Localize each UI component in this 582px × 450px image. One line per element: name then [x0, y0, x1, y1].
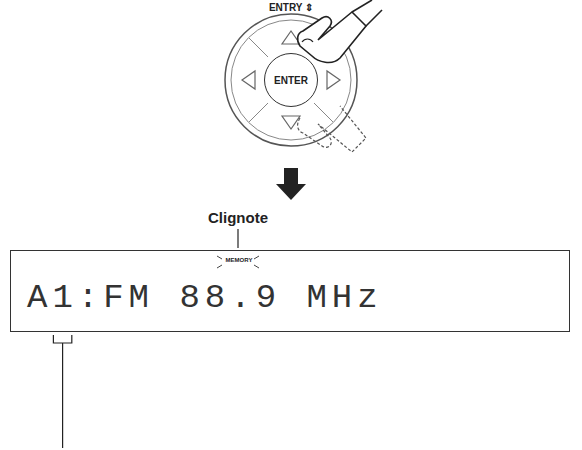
indicator-text: MEMORY: [226, 257, 253, 263]
leader-line: [237, 229, 238, 248]
character-bracket: [53, 335, 71, 448]
blink-rays: [217, 256, 259, 268]
enter-button: ENTER: [264, 53, 318, 107]
button-text: ENTER: [274, 75, 308, 86]
display-panel: MEMORY A1:FM 88.9 MHz: [10, 250, 570, 332]
button-label: ENTRY ⇕: [269, 2, 313, 13]
flow-arrow: [276, 168, 306, 200]
blink-label: Clignote: [208, 209, 268, 226]
display-readout: A1:FM 88.9 MHz: [27, 279, 383, 317]
alternate-hand: [298, 106, 366, 152]
